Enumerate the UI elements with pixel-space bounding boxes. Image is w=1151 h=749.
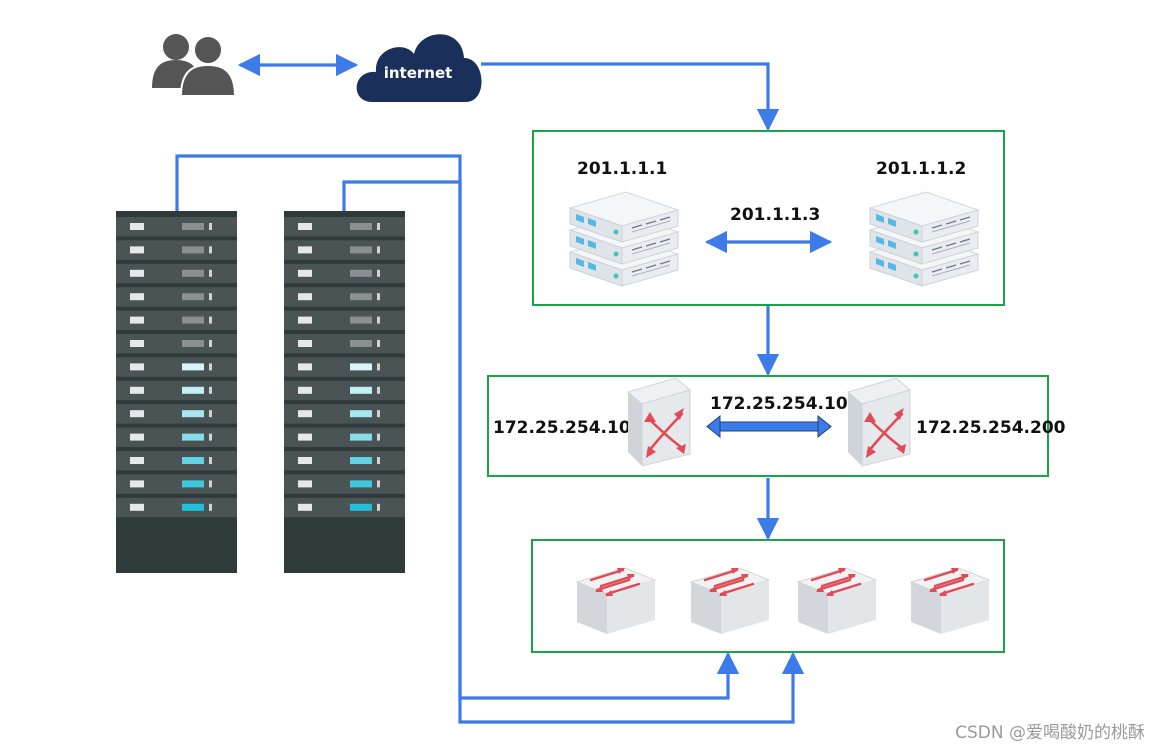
users-icon [152, 34, 237, 97]
router-group-box [487, 375, 1049, 477]
link-router-pair [706, 414, 832, 439]
lb-group-box [532, 130, 1005, 306]
router-right-ip: 172.25.254.200 [916, 418, 1066, 438]
router-left-ip: 172.25.254.100 [493, 418, 643, 438]
internet-label: internet [384, 64, 453, 82]
lb-vip: 201.1.1.3 [730, 205, 820, 225]
lb-left-ip: 201.1.1.1 [577, 159, 667, 179]
switch-group-box [531, 539, 1005, 653]
server-rack-icon [284, 211, 405, 573]
connectors [175, 53, 833, 724]
cloud-icon: internet [356, 34, 482, 102]
router-icon [846, 376, 912, 468]
link-internet-lb [481, 62, 780, 132]
server-rack-icon [116, 211, 237, 573]
server-racks [116, 211, 405, 573]
link-rack2-switch [342, 180, 805, 724]
watermark: CSDN @爱喝酸奶的桃酥 [955, 723, 1145, 743]
switch-icon [909, 566, 991, 636]
lb-right-ip: 201.1.1.2 [876, 159, 966, 179]
switch-icon [689, 566, 771, 636]
router-vip: 172.25.254.10 [710, 394, 848, 414]
server-stack-icon [870, 192, 978, 286]
router-icon [626, 376, 692, 468]
switch-icon [575, 566, 657, 636]
switch-icon [796, 566, 878, 636]
server-stack-icon [570, 192, 678, 286]
